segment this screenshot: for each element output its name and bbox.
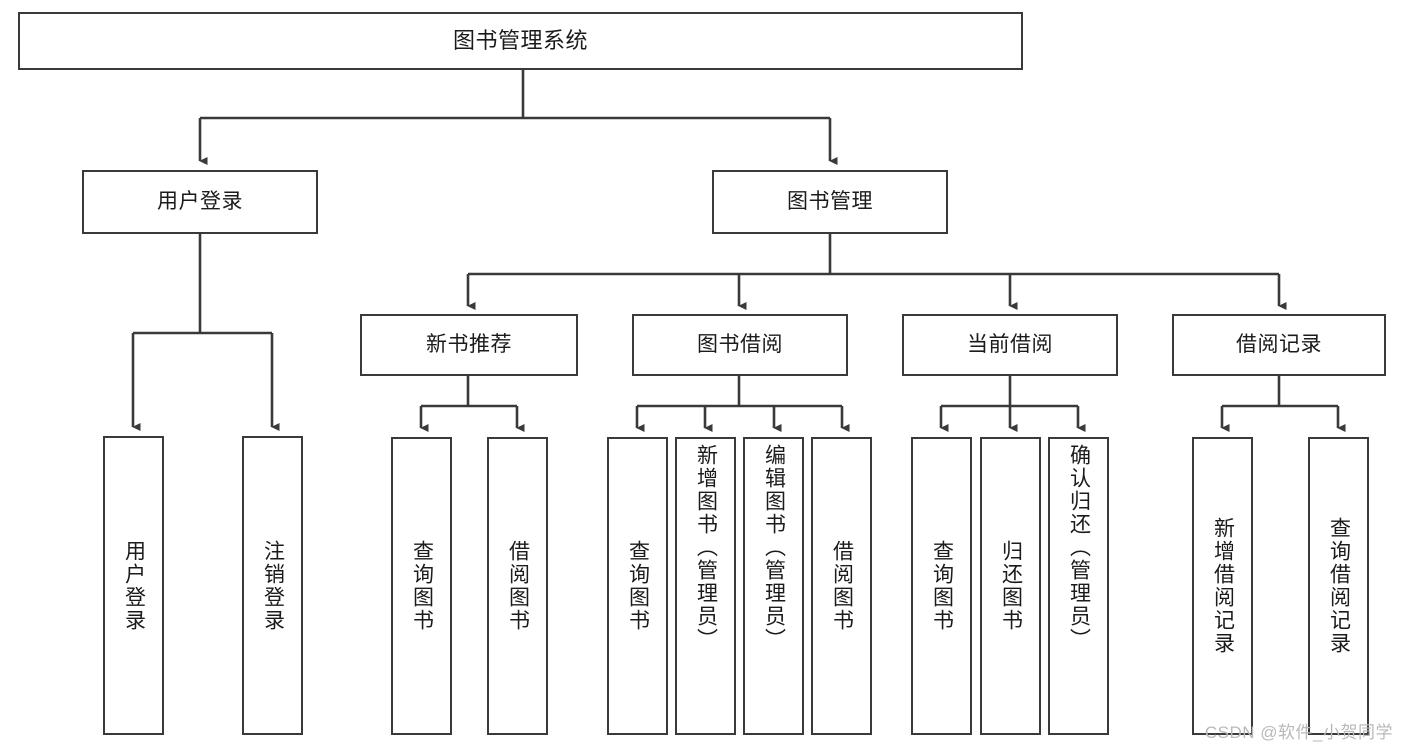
leaf-logout-label: 注销登录 [261, 539, 285, 632]
node-book-borrow[interactable]: 图书借阅 [632, 314, 848, 376]
leaf-borrow-book[interactable]: 借阅图书 [811, 437, 872, 735]
leaf-logout[interactable]: 注销登录 [242, 436, 303, 735]
leaf-edit-book-admin[interactable]: 编辑图书（管理员） [743, 437, 804, 735]
leaf-edit-book-admin-label: 编辑图书（管理员） [762, 444, 786, 651]
leaf-user-login[interactable]: 用户登录 [103, 436, 164, 735]
leaf-add-borrow-record[interactable]: 新增借阅记录 [1192, 437, 1253, 735]
leaf-confirm-return-admin[interactable]: 确认归还（管理员） [1048, 437, 1109, 735]
node-user-login-label: 用户登录 [157, 189, 243, 213]
leaf-add-book-admin-label: 新增图书（管理员） [694, 444, 718, 651]
leaf-return-book-label: 归还图书 [999, 540, 1023, 632]
node-current-borrow-label: 当前借阅 [967, 332, 1053, 356]
node-new-book-recommend-label: 新书推荐 [426, 332, 512, 356]
node-book-manage[interactable]: 图书管理 [712, 170, 948, 234]
leaf-confirm-return-admin-label: 确认归还（管理员） [1067, 444, 1091, 651]
leaf-add-borrow-record-label: 新增借阅记录 [1211, 517, 1235, 655]
node-current-borrow[interactable]: 当前借阅 [902, 314, 1118, 376]
leaf-borrow-book-recommend-label: 借阅图书 [506, 540, 530, 632]
leaf-query-book-current[interactable]: 查询图书 [911, 437, 972, 735]
leaf-query-book-borrow-label: 查询图书 [626, 540, 650, 632]
node-book-manage-label: 图书管理 [787, 189, 873, 213]
leaf-borrow-book-recommend[interactable]: 借阅图书 [487, 437, 548, 735]
node-borrow-record[interactable]: 借阅记录 [1172, 314, 1386, 376]
node-root-label: 图书管理系统 [452, 28, 588, 54]
leaf-query-book-recommend[interactable]: 查询图书 [391, 437, 452, 735]
node-book-borrow-label: 图书借阅 [697, 332, 783, 356]
node-user-login[interactable]: 用户登录 [82, 170, 318, 234]
leaf-user-login-label: 用户登录 [122, 539, 146, 632]
leaf-add-book-admin[interactable]: 新增图书（管理员） [675, 437, 736, 735]
leaf-query-book-current-label: 查询图书 [930, 540, 954, 632]
leaf-return-book[interactable]: 归还图书 [980, 437, 1041, 735]
leaf-query-borrow-record-label: 查询借阅记录 [1327, 517, 1351, 655]
node-root[interactable]: 图书管理系统 [18, 12, 1023, 70]
leaf-borrow-book-label: 借阅图书 [830, 540, 854, 632]
node-borrow-record-label: 借阅记录 [1236, 332, 1322, 356]
leaf-query-book-borrow[interactable]: 查询图书 [607, 437, 668, 735]
leaf-query-borrow-record[interactable]: 查询借阅记录 [1308, 437, 1369, 735]
leaf-query-book-recommend-label: 查询图书 [410, 540, 434, 632]
node-new-book-recommend[interactable]: 新书推荐 [360, 314, 578, 376]
